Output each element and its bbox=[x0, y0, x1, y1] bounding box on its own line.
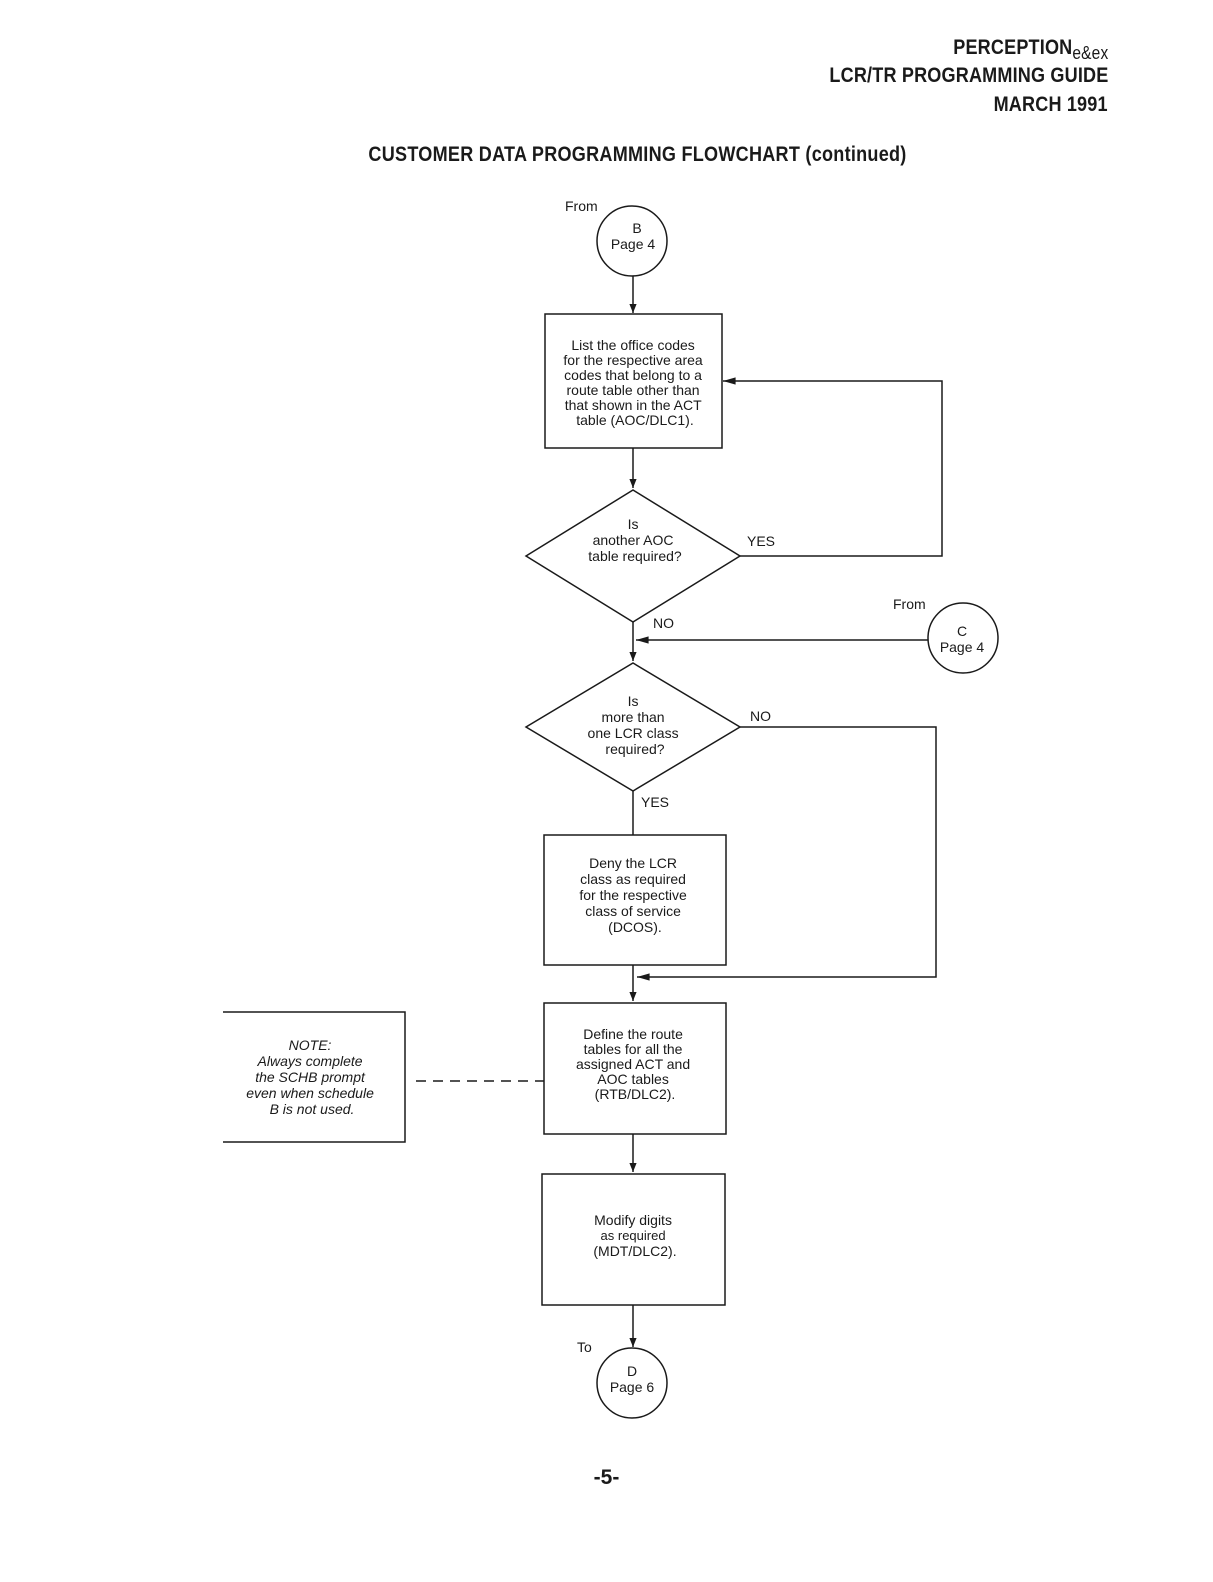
list-office-codes-line-4: route table other than bbox=[567, 382, 700, 398]
decision-lcr-line-3: one LCR class bbox=[588, 725, 679, 741]
list-office-codes-text: List the office codes for the respective… bbox=[563, 337, 706, 428]
connector-d-page: Page 6 bbox=[610, 1379, 655, 1395]
connector-d-letter: D bbox=[627, 1363, 637, 1379]
yes-loop-back-arrow bbox=[722, 377, 943, 557]
define-route-tables-box bbox=[543, 1002, 727, 1135]
decision-lcr-line-2: more than bbox=[602, 709, 665, 725]
decision-lcr-line-1: Is bbox=[628, 693, 639, 709]
deny-lcr-line-2: class as required bbox=[580, 871, 686, 887]
note-line-5: B is not used. bbox=[270, 1101, 355, 1117]
define-route-line-5: (RTB/DLC2). bbox=[595, 1086, 676, 1102]
define-route-line-4: AOC tables bbox=[597, 1071, 669, 1087]
define-route-line-3: assigned ACT and bbox=[576, 1056, 690, 1072]
list-office-codes-line-3: codes that belong to a bbox=[564, 367, 702, 383]
page-number: -5- bbox=[593, 1466, 620, 1489]
list-office-codes-box bbox=[544, 313, 723, 449]
list-office-codes-line-2: for the respective area bbox=[563, 352, 703, 368]
list-office-codes-line-1: List the office codes bbox=[571, 337, 694, 353]
header-product-suffix: e&ex bbox=[1072, 43, 1108, 63]
deny-lcr-class-text: Deny the LCR class as required for the r… bbox=[579, 855, 690, 935]
header-guide-title: LCR/TR PROGRAMMING GUIDE bbox=[828, 64, 1108, 87]
header-product: PERCEPTIONe&ex bbox=[952, 36, 1108, 63]
decision-more-than-one-lcr-text: Is more than one LCR class required? bbox=[588, 693, 683, 757]
modify-digits-line-1: Modify digits bbox=[594, 1212, 672, 1228]
from-b-caption: From bbox=[565, 198, 598, 214]
modify-digits-line-3: (MDT/DLC2). bbox=[593, 1243, 676, 1259]
decision-lcr-yes: YES bbox=[641, 794, 669, 810]
deny-lcr-class-box bbox=[543, 834, 727, 966]
decision-another-aoc-no: NO bbox=[653, 615, 674, 631]
connector-b-letter: B bbox=[632, 220, 641, 236]
note-box-frame bbox=[223, 1011, 406, 1143]
decision-another-aoc-line-2: another AOC bbox=[593, 532, 674, 548]
deny-lcr-line-1: Deny the LCR bbox=[589, 855, 677, 871]
define-route-line-2: tables for all the bbox=[584, 1041, 683, 1057]
decision-lcr-line-4: required? bbox=[605, 741, 664, 757]
connector-c-page: Page 4 bbox=[940, 639, 985, 655]
list-office-codes-line-5: that shown in the ACT bbox=[565, 397, 702, 413]
from-c-caption: From bbox=[893, 596, 926, 612]
header-date: MARCH 1991 bbox=[993, 93, 1108, 116]
modify-digits-box bbox=[541, 1173, 726, 1306]
decision-another-aoc-line-1: Is bbox=[628, 516, 639, 532]
connector-circle-d bbox=[596, 1347, 668, 1419]
define-route-line-1: Define the route bbox=[583, 1026, 683, 1042]
note-text: NOTE: Always complete the SCHB prompt ev… bbox=[246, 1037, 378, 1117]
to-d-caption: To bbox=[577, 1339, 592, 1355]
deny-lcr-line-3: for the respective bbox=[579, 887, 687, 903]
decision-lcr-no: NO bbox=[750, 708, 771, 724]
connector-b-page: Page 4 bbox=[611, 236, 656, 252]
decision-another-aoc-text: Is another AOC table required? bbox=[588, 516, 682, 564]
decision-another-aoc-line-3: table required? bbox=[588, 548, 682, 564]
modify-digits-text: Modify digits as required (MDT/DLC2). bbox=[593, 1212, 676, 1259]
define-route-tables-text: Define the route tables for all the assi… bbox=[576, 1026, 694, 1102]
connector-circle-c bbox=[927, 602, 999, 674]
note-line-3: the SCHB prompt bbox=[255, 1069, 366, 1085]
page-title: CUSTOMER DATA PROGRAMMING FLOWCHART (con… bbox=[368, 143, 907, 166]
note-line-4: even when schedule bbox=[246, 1085, 374, 1101]
note-line-1: NOTE: bbox=[289, 1037, 332, 1053]
connector-circle-b bbox=[596, 205, 668, 277]
decision-another-aoc-yes: YES bbox=[747, 533, 775, 549]
connector-c-letter: C bbox=[957, 623, 967, 639]
deny-lcr-line-4: class of service bbox=[585, 903, 681, 919]
list-office-codes-line-6: table (AOC/DLC1). bbox=[576, 412, 693, 428]
no-branch-bypass-arrow bbox=[636, 726, 937, 981]
deny-lcr-line-5: (DCOS). bbox=[608, 919, 662, 935]
note-line-2: Always complete bbox=[257, 1053, 363, 1069]
header-product-name: PERCEPTION bbox=[952, 36, 1073, 59]
modify-digits-line-2: as required bbox=[601, 1228, 666, 1243]
